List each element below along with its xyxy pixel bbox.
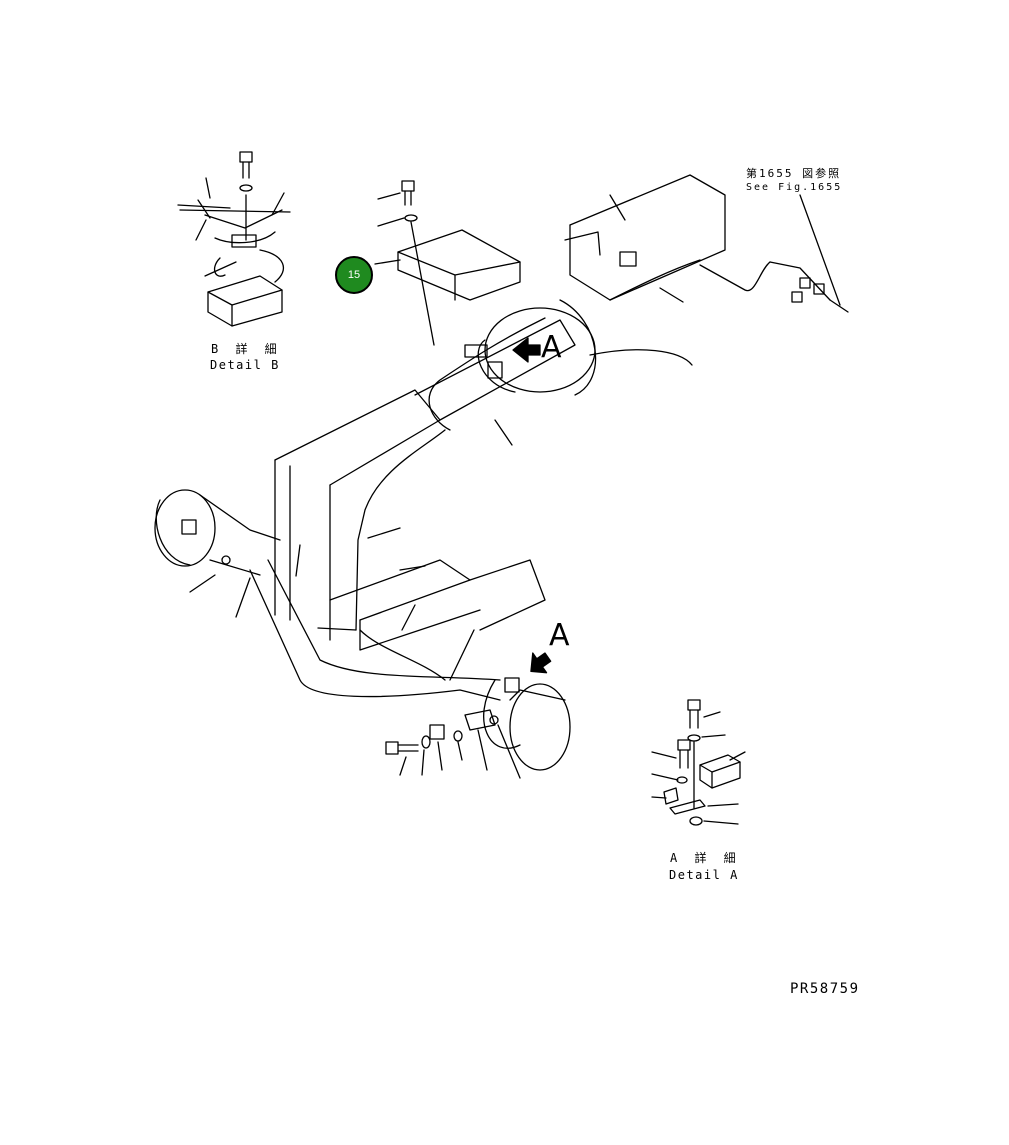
view-letter-upper: A: [541, 330, 562, 365]
relay-bracket-assembly: [374, 180, 521, 346]
detail-b-title-jp: B 詳 細: [211, 342, 282, 356]
detail-a-assembly: [651, 699, 746, 826]
view-arrow-upper: [512, 337, 541, 363]
drawing-code: PR58759: [790, 981, 860, 997]
axle-frame: [154, 174, 849, 771]
detail-b-assembly: [177, 151, 291, 327]
reference-jp: 第1655 図参照: [746, 167, 842, 180]
detail-b-title-en: Detail B: [210, 358, 280, 372]
view-arrow-lower: [530, 652, 552, 674]
view-letter-lower: A: [549, 618, 570, 653]
callout-number: 15: [347, 269, 361, 281]
reference-en: See Fig.1655: [746, 182, 843, 193]
lower-hardware: [385, 709, 521, 779]
callout-badge[interactable]: 15: [335, 256, 373, 294]
detail-a-title-en: Detail A: [669, 868, 739, 882]
detail-a-title-jp: A 詳 細: [670, 851, 741, 865]
